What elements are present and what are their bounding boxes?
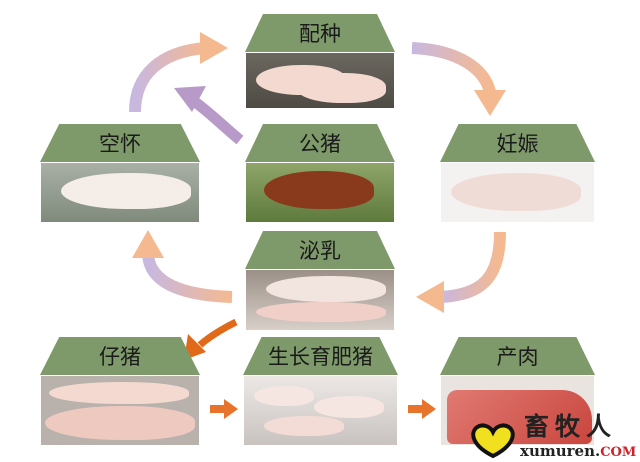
card-title: 生长育肥猪 <box>243 337 398 375</box>
card-lactation: 泌乳 <box>245 231 395 330</box>
arrow-pregnancy-to-lactation <box>439 231 506 303</box>
card-boar: 公猪 <box>245 124 395 222</box>
watermark-cn: 畜牧人 <box>524 412 618 441</box>
card-title: 泌乳 <box>245 231 395 269</box>
arrowhead <box>416 281 444 313</box>
finishing-pigs-photo <box>244 376 397 445</box>
breeding-photo <box>246 53 394 108</box>
card-title: 空怀 <box>40 124 200 162</box>
card-title: 公猪 <box>245 124 395 162</box>
arrowhead <box>224 399 238 419</box>
card-title: 仔猪 <box>40 337 200 375</box>
card-title: 配种 <box>245 14 395 52</box>
arrowhead <box>132 230 164 258</box>
watermark-en: xumuren.COM <box>520 442 637 461</box>
card-finishing: 生长育肥猪 <box>243 337 398 445</box>
heart-logo-icon <box>471 423 515 459</box>
arrowhead <box>184 334 206 360</box>
arrow-piglet-to-finishing <box>210 405 226 413</box>
watermark-com: COM <box>600 445 637 460</box>
watermark-en-domain: xumuren. <box>520 442 601 460</box>
arrowhead <box>422 399 436 419</box>
arrow-breeding-to-pregnancy <box>411 42 496 94</box>
card-title: 产肉 <box>440 337 595 375</box>
lactating-sow-photo <box>246 270 394 330</box>
card-title: 妊娠 <box>440 124 595 162</box>
arrow-finishing-to-meat <box>408 405 424 413</box>
boar-photo <box>246 163 394 222</box>
card-pregnancy: 妊娠 <box>440 124 595 222</box>
card-breeding: 配种 <box>245 14 395 108</box>
arrowhead <box>200 32 228 64</box>
arrow-empty-to-breeding <box>129 42 206 113</box>
arrowhead <box>474 90 506 116</box>
piglet-photo <box>41 376 199 445</box>
arrow-lactation-to-piglet <box>197 318 238 348</box>
card-piglet: 仔猪 <box>40 337 200 445</box>
arrowhead <box>174 86 206 112</box>
pregnant-sow-photo <box>441 163 594 222</box>
arrow-lactation-to-empty <box>142 254 233 303</box>
empty-sow-photo <box>41 163 199 222</box>
card-empty: 空怀 <box>40 124 200 222</box>
card-meat: 产肉 <box>440 337 595 445</box>
watermark-logo: 畜牧人 xumuren.COM <box>468 414 638 462</box>
